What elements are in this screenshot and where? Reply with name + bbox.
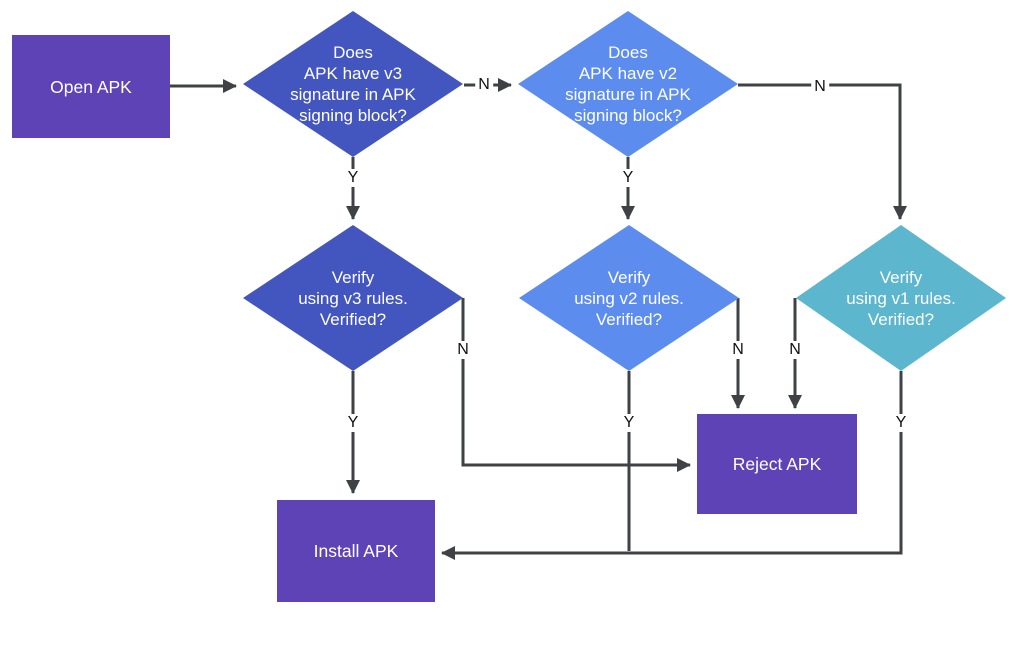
- node-label: Does APK have v3 signature in APK signin…: [290, 43, 416, 125]
- node-verify-v1-rules: Verify using v1 rules. Verified?: [796, 225, 1006, 371]
- node-label: Does APK have v2 signature in APK signin…: [565, 43, 691, 125]
- node-reject-apk: Reject APK: [697, 414, 857, 514]
- node-label: Verify using v2 rules. Verified?: [574, 267, 684, 329]
- rect-shape: [277, 500, 435, 602]
- edge-label-verifyv3-no: N: [454, 341, 472, 359]
- edge-label-qv2-no: N: [811, 78, 829, 96]
- rect-shape: [697, 414, 857, 514]
- rect-shape: [12, 35, 170, 138]
- edge-label-qv2-yes: Y: [619, 169, 637, 187]
- node-question-v2-signature: Does APK have v2 signature in APK signin…: [518, 11, 738, 157]
- node-verify-v3-rules: Verify using v3 rules. Verified?: [243, 225, 463, 371]
- edge-label-qv3-no: N: [475, 76, 493, 94]
- edge-label-verifyv1-no: N: [786, 341, 804, 359]
- edge-label-qv3-yes: Y: [344, 169, 362, 187]
- node-label: Open APK: [50, 76, 132, 97]
- node-label: Install APK: [313, 541, 399, 561]
- node-install-apk: Install APK: [277, 500, 435, 602]
- edge-label-verifyv3-yes: Y: [344, 414, 362, 432]
- node-question-v3-signature: Does APK have v3 signature in APK signin…: [243, 11, 463, 157]
- edge-label-verifyv2-yes: Y: [620, 414, 638, 432]
- node-label: Reject APK: [732, 454, 822, 474]
- node-label: Verify using v3 rules. Verified?: [298, 267, 408, 329]
- edge-label-verifyv2-no: N: [729, 341, 747, 359]
- edge-label-verifyv1-yes: Y: [892, 414, 910, 432]
- node-open-apk: Open APK: [12, 35, 170, 138]
- node-verify-v2-rules: Verify using v2 rules. Verified?: [519, 225, 739, 371]
- edge-qv2-no-to-verifyv1: [738, 83, 907, 220]
- node-label: Verify using v1 rules. Verified?: [846, 267, 956, 329]
